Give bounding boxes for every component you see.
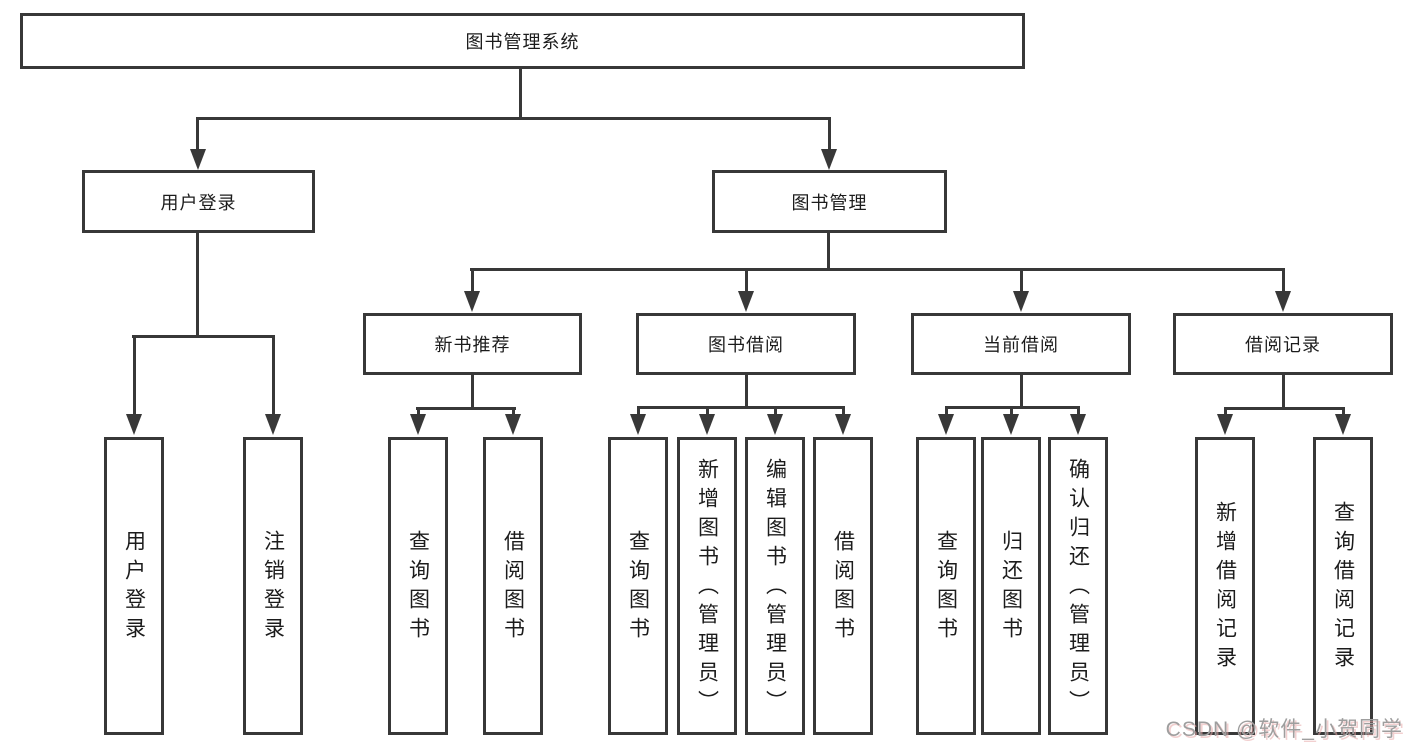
arrowhead-recommend [464, 291, 480, 312]
connector-manage-hline [470, 268, 1284, 271]
connector-current-leaf3-stem [1077, 406, 1080, 416]
leaf-borrow-query-books: 查询图书 [608, 437, 668, 735]
leaf-current-confirm-return-admin: 确认归还（管理员） [1048, 437, 1108, 735]
leaf-borrow-borrow-books: 借阅图书 [813, 437, 873, 735]
leaf-recommend-query-books: 查询图书 [388, 437, 448, 735]
connector-borrow-stub [745, 375, 748, 408]
arrowhead-current [1013, 291, 1029, 312]
connector-login-leaf1-stem [133, 335, 136, 416]
arrowhead-borrow-leaf1 [630, 414, 646, 435]
connector-current-leaf2-stem [1010, 406, 1013, 416]
arrowhead-login-leaf2 [265, 414, 281, 435]
arrowhead-records-leaf2 [1335, 414, 1351, 435]
leaf-records-add-record: 新增借阅记录 [1195, 437, 1255, 735]
arrowhead-records-leaf1 [1217, 414, 1233, 435]
arrowhead-recommend-leaf2 [505, 414, 521, 435]
connector-manage-stem [828, 117, 831, 151]
leaf-logout: 注销登录 [243, 437, 303, 735]
connector-borrow-leaf4-stem [842, 406, 845, 416]
node-user-login: 用户登录 [82, 170, 315, 233]
connector-login-leaf2-stem [272, 335, 275, 416]
connector-records-stub [1282, 375, 1285, 409]
arrowhead-login-leaf1 [126, 414, 142, 435]
arrowhead-borrow [738, 291, 754, 312]
arrowhead-current-leaf2 [1003, 414, 1019, 435]
connector-borrow-leaf3-stem [774, 406, 777, 416]
connector-borrow-leaf2-stem [706, 406, 709, 416]
connector-recommend-stem [471, 268, 474, 293]
connector-current-stem [1020, 268, 1023, 293]
connector-current-stub [1020, 375, 1023, 408]
connector-manage-stub [827, 233, 830, 270]
arrowhead-borrow-leaf2 [699, 414, 715, 435]
node-library-management-system: 图书管理系统 [20, 13, 1025, 69]
leaf-current-query-books: 查询图书 [916, 437, 976, 735]
connector-login-hline [132, 335, 275, 338]
leaf-recommend-borrow-books: 借阅图书 [483, 437, 543, 735]
arrowhead-current-leaf1 [938, 414, 954, 435]
connector-borrow-leaf1-stem [637, 406, 640, 416]
connector-recommend-leaf2-stem [512, 407, 515, 416]
arrowhead-borrow-leaf3 [767, 414, 783, 435]
connector-current-leaf1-stem [945, 406, 948, 416]
leaf-user-login: 用户登录 [104, 437, 164, 735]
connector-recommend-hline [416, 407, 516, 410]
connector-records-hline [1224, 407, 1345, 410]
connector-borrow-stem [745, 268, 748, 293]
arrowhead-recommend-leaf1 [410, 414, 426, 435]
arrowhead-borrow-leaf4 [835, 414, 851, 435]
connector-records-leaf2-stem [1342, 407, 1345, 416]
node-book-management: 图书管理 [712, 170, 947, 233]
connector-records-leaf1-stem [1224, 407, 1227, 416]
connector-login-stub [196, 233, 199, 337]
node-new-book-recommend: 新书推荐 [363, 313, 582, 375]
arrowhead-current-leaf3 [1070, 414, 1086, 435]
node-borrow-records: 借阅记录 [1173, 313, 1393, 375]
node-book-borrow: 图书借阅 [636, 313, 856, 375]
connector-recommend-leaf1-stem [417, 407, 420, 416]
connector-recommend-stub [471, 375, 474, 409]
connector-root-stub [519, 66, 522, 119]
connector-borrow-hline [637, 406, 845, 409]
node-current-borrow: 当前借阅 [911, 313, 1131, 375]
connector-login-stem [196, 117, 199, 151]
leaf-records-query-record: 查询借阅记录 [1313, 437, 1373, 735]
leaf-current-return-books: 归还图书 [981, 437, 1041, 735]
leaf-borrow-edit-books-admin: 编辑图书（管理员） [745, 437, 805, 735]
arrowhead-records [1275, 291, 1291, 312]
connector-root-hline [196, 117, 831, 120]
csdn-watermark: CSDN @软件_小贺同学 [1165, 718, 1403, 741]
connector-records-stem [1282, 268, 1285, 293]
leaf-borrow-add-books-admin: 新增图书（管理员） [677, 437, 737, 735]
arrowhead-login [190, 149, 206, 170]
arrowhead-manage [821, 149, 837, 170]
